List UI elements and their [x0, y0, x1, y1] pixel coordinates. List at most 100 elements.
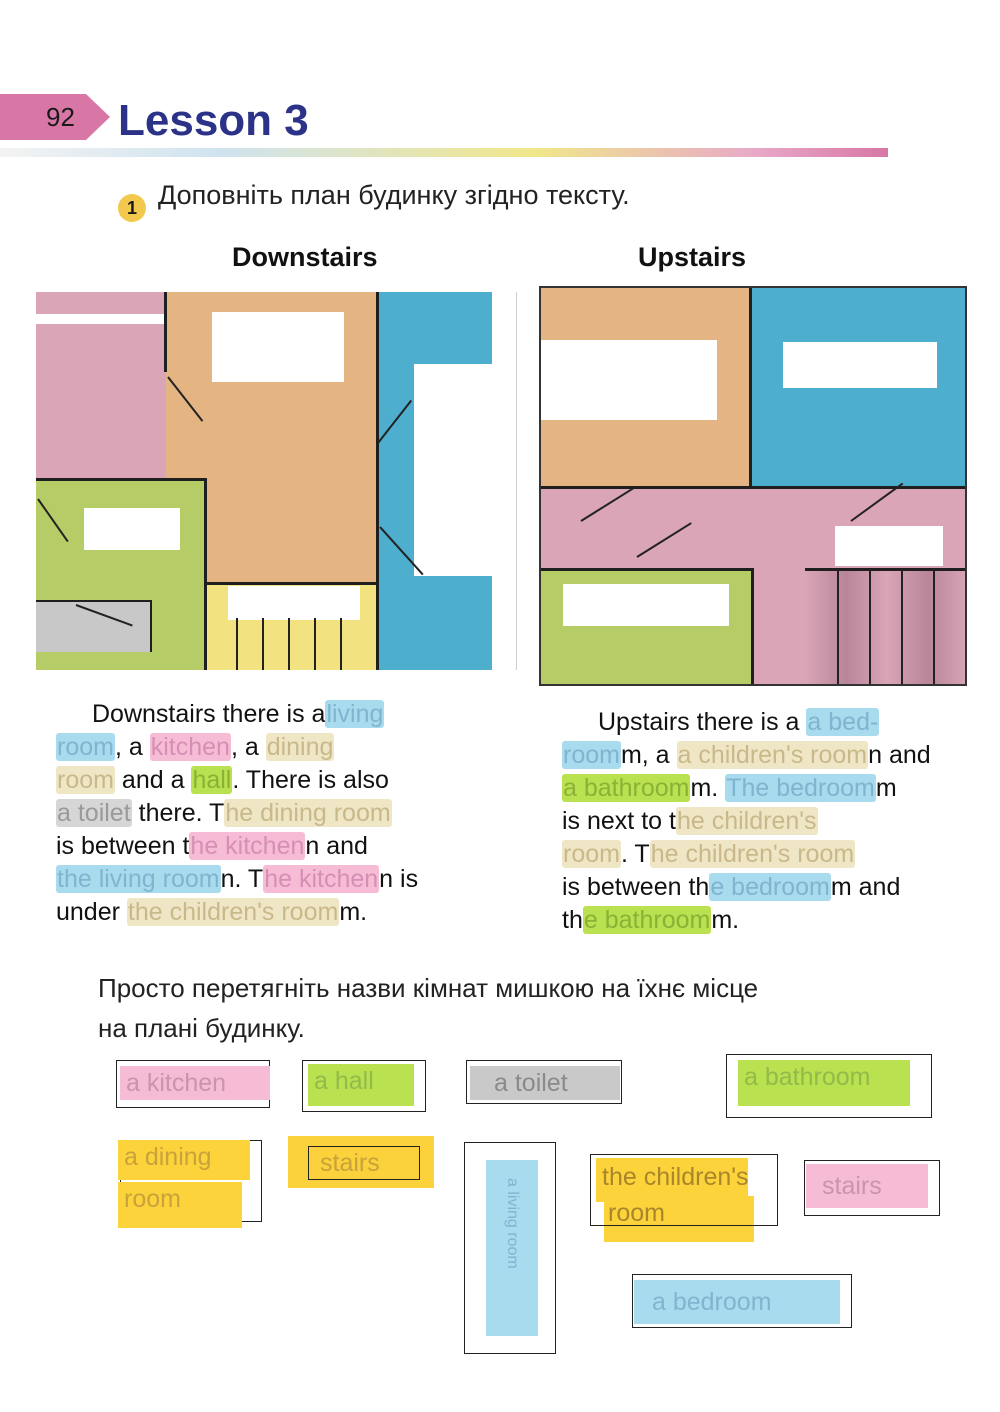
- stair-step: [869, 570, 871, 684]
- stair-step: [288, 618, 290, 670]
- text-span: n. T: [220, 865, 264, 893]
- tile-frame: [464, 1142, 556, 1354]
- text-span: n is: [379, 865, 419, 893]
- tile-dining-room[interactable]: a dining room: [118, 1136, 262, 1232]
- text-span: Downstairs there is a: [92, 700, 326, 728]
- downstairs-description: Downstairs there is aliving room, a kitc…: [56, 698, 432, 929]
- room-stairs: [805, 570, 965, 684]
- text-span: is between th: [562, 873, 710, 901]
- tile-living-room[interactable]: a living room: [464, 1142, 556, 1354]
- tile-toilet[interactable]: a toilet: [466, 1060, 622, 1104]
- tile-label-background: [596, 1158, 748, 1202]
- wall: [541, 486, 965, 489]
- tile-frame: [308, 1146, 420, 1180]
- tile-label: a kitchen: [120, 1066, 270, 1100]
- lesson-title: Lesson 3: [118, 96, 309, 145]
- tile-frame: [302, 1060, 426, 1112]
- text-span: m.: [711, 906, 740, 934]
- stair-step: [837, 570, 839, 684]
- highlight-childrens-room: a children's room: [676, 741, 869, 769]
- wall: [164, 292, 167, 372]
- blank-label-slot[interactable]: [541, 340, 717, 420]
- tile-bathroom[interactable]: a bathroom: [726, 1054, 932, 1118]
- text-span: is between t: [56, 832, 190, 860]
- tile-label: a bedroom: [634, 1280, 840, 1324]
- tile-label: a hall: [308, 1064, 414, 1106]
- highlight-toilet: a toilet: [56, 799, 132, 827]
- tile-stairs-yellow[interactable]: stairs: [288, 1136, 434, 1190]
- tile-label: a living room: [504, 1178, 521, 1269]
- wall: [376, 292, 379, 670]
- highlight-room: room: [56, 733, 115, 761]
- drag-instruction: Просто перетягніть назви кімнат мишкою н…: [98, 968, 898, 1048]
- highlight-living: living: [325, 700, 385, 728]
- blank-label-slot[interactable]: [563, 584, 729, 626]
- text-span: n and: [868, 741, 931, 769]
- highlight-room: room: [562, 840, 621, 868]
- stair-step: [314, 618, 316, 670]
- wall: [206, 582, 378, 585]
- downstairs-title: Downstairs: [232, 242, 378, 272]
- tile-label: a bathroom: [738, 1060, 910, 1106]
- highlight-kitchen: he kitchen: [189, 832, 306, 860]
- room-toilet: [36, 600, 150, 652]
- tile-label: stairs: [320, 1149, 380, 1177]
- blank-label-slot[interactable]: [212, 312, 344, 382]
- highlight-childrens-room: the children's room: [126, 898, 340, 926]
- text-span: is next to t: [562, 807, 676, 835]
- text-span: , a: [230, 733, 259, 761]
- highlight-childrens: he children's: [675, 807, 818, 835]
- text-span: m.: [339, 898, 368, 926]
- drag-instruction-line: на плані будинку.: [98, 1013, 305, 1043]
- wall: [751, 568, 754, 684]
- text-span: m: [875, 774, 897, 802]
- tile-frame: [726, 1054, 932, 1118]
- blank-label-slot[interactable]: [783, 342, 937, 388]
- tile-label: stairs: [806, 1164, 928, 1208]
- highlight-kitchen: he kitchen: [263, 865, 380, 893]
- upstairs-title: Upstairs: [638, 242, 747, 272]
- stair-step: [340, 618, 342, 670]
- tile-childrens-room[interactable]: the children's room: [590, 1150, 780, 1244]
- wall: [204, 478, 207, 670]
- room-pink-top: [36, 292, 170, 314]
- tile-frame: [804, 1160, 940, 1216]
- tile-stairs-pink[interactable]: stairs: [804, 1160, 940, 1216]
- wall: [36, 478, 206, 481]
- highlight-dining: dining: [265, 733, 335, 761]
- drag-instruction-line: Просто перетягніть назви кімнат мишкою н…: [98, 973, 759, 1003]
- blank-label-slot[interactable]: [228, 586, 360, 620]
- tile-hall[interactable]: a hall: [302, 1060, 426, 1112]
- text-span: n and: [305, 832, 368, 860]
- highlight-childrens-room: he children's room: [649, 840, 856, 868]
- blank-label-slot[interactable]: [414, 364, 492, 576]
- stair-step: [933, 570, 935, 684]
- highlight-living-room: the living room: [56, 865, 221, 893]
- text-span: . T: [620, 840, 650, 868]
- text-span: and a: [114, 766, 185, 794]
- tile-bedroom[interactable]: a bedroom: [630, 1272, 852, 1330]
- task-instruction: Доповніть план будинку згідно тексту.: [158, 180, 630, 210]
- upstairs-floor-plan: [539, 286, 967, 686]
- highlight-bedroom: a bed-: [806, 708, 880, 736]
- highlight-bedroom: e bedroom: [709, 873, 831, 901]
- text-span: m, a: [620, 741, 670, 769]
- tile-label: a dining: [118, 1140, 250, 1180]
- upstairs-description: Upstairs there is a a bed- room m, a a ch…: [562, 706, 931, 937]
- highlight-room: room: [56, 766, 115, 794]
- tile-label: room: [118, 1182, 242, 1228]
- wall: [749, 288, 752, 488]
- stair-step: [236, 618, 238, 670]
- tile-kitchen[interactable]: a kitchen: [116, 1060, 270, 1108]
- highlight-hall: hall: [191, 766, 233, 794]
- tile-label-background: [486, 1160, 538, 1336]
- plan-divider: [516, 292, 517, 670]
- stair-step: [262, 618, 264, 670]
- tile-frame: [590, 1154, 778, 1226]
- highlight-bathroom: a bathroom: [562, 774, 691, 802]
- tile-label: the children's: [602, 1163, 749, 1191]
- blank-label-slot[interactable]: [835, 526, 943, 566]
- text-span: Upstairs there is a: [598, 708, 800, 736]
- blank-label-slot[interactable]: [84, 508, 180, 550]
- tile-frame: [466, 1060, 622, 1104]
